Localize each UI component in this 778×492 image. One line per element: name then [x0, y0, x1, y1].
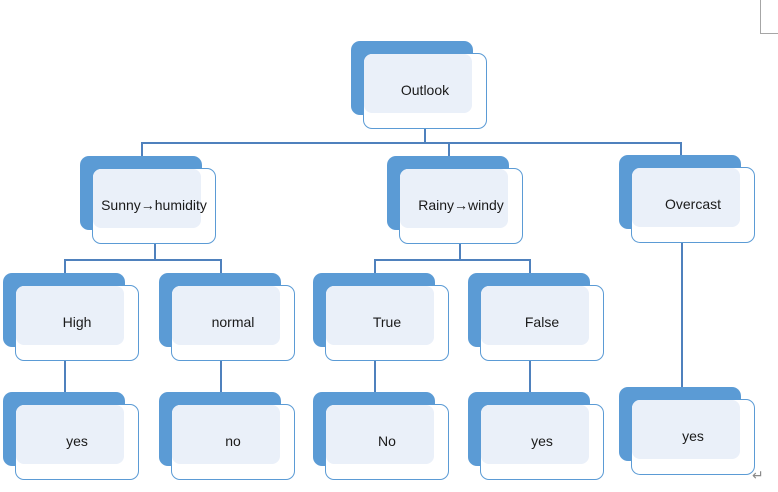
node-card: normal [171, 285, 295, 361]
node-panel [481, 405, 589, 464]
page-margin-mark-vertical [760, 0, 761, 33]
node-high[interactable]: High [3, 273, 139, 361]
node-label: Overcast [664, 196, 721, 213]
node-card: No [325, 404, 449, 480]
node-panel [172, 405, 280, 464]
node-label: yes [531, 433, 553, 450]
connector-drop-true [374, 259, 376, 274]
node-label: False [524, 314, 560, 331]
connector-overcast-leaf [681, 243, 683, 388]
node-card: yes [480, 404, 604, 480]
node-panel [364, 54, 472, 113]
connector-sunny-exit [154, 244, 156, 259]
node-card: Outlook [363, 53, 487, 129]
node-leaf-high-yes[interactable]: yes [3, 392, 139, 480]
node-panel [481, 286, 589, 345]
connector-high-leaf [64, 361, 66, 393]
node-card: yes [631, 399, 755, 475]
node-panel [632, 168, 740, 227]
node-leaf-overcast-yes[interactable]: yes [619, 387, 755, 475]
node-false[interactable]: False [468, 273, 604, 361]
node-true[interactable]: True [313, 273, 449, 361]
node-rainy-windy[interactable]: Rainy→windy [387, 156, 523, 244]
node-card: Sunny→humidity [92, 168, 216, 244]
node-label: normal [211, 314, 255, 331]
connector-drop-rainy [448, 142, 450, 157]
node-label: No [378, 433, 396, 450]
node-label: yes [66, 433, 88, 450]
node-card: False [480, 285, 604, 361]
node-panel [326, 286, 434, 345]
node-normal[interactable]: normal [159, 273, 295, 361]
connector-rainy-bus [374, 259, 530, 261]
connector-normal-leaf [220, 361, 222, 393]
node-card: no [171, 404, 295, 480]
connector-drop-false [529, 259, 531, 274]
node-outlook[interactable]: Outlook [351, 41, 487, 129]
connector-drop-normal [220, 259, 222, 274]
node-label: True [372, 314, 402, 331]
node-overcast[interactable]: Overcast [619, 155, 755, 243]
node-card: Rainy→windy [399, 168, 523, 244]
connector-rainy-exit [459, 244, 461, 259]
paragraph-mark: ↵ [752, 468, 764, 484]
connector-false-leaf [529, 361, 531, 393]
node-card: yes [15, 404, 139, 480]
connector-true-leaf [374, 361, 376, 393]
node-panel [400, 169, 508, 228]
node-label: Rainy→windy [418, 197, 504, 214]
node-leaf-normal-no[interactable]: no [159, 392, 295, 480]
connector-root-exit [424, 129, 426, 142]
node-label: High [62, 314, 92, 331]
node-panel [172, 286, 280, 345]
node-label: no [225, 433, 241, 450]
connector-drop-overcast [680, 142, 682, 156]
node-panel [326, 405, 434, 464]
node-card: True [325, 285, 449, 361]
node-panel [632, 400, 740, 459]
node-label: Outlook [400, 82, 450, 99]
connector-sunny-bus [64, 259, 221, 261]
node-panel [93, 169, 201, 228]
node-leaf-true-no[interactable]: No [313, 392, 449, 480]
node-card: Overcast [631, 167, 755, 243]
node-label: Sunny→humidity [101, 197, 207, 214]
connector-level1-bus [141, 142, 681, 144]
node-leaf-false-yes[interactable]: yes [468, 392, 604, 480]
node-panel [16, 405, 124, 464]
connector-drop-high [64, 259, 66, 274]
node-card: High [15, 285, 139, 361]
page-margin-mark-horizontal [760, 33, 778, 34]
node-sunny-humidity[interactable]: Sunny→humidity [80, 156, 216, 244]
node-label: yes [682, 428, 704, 445]
connector-drop-sunny [141, 142, 143, 157]
node-panel [16, 286, 124, 345]
